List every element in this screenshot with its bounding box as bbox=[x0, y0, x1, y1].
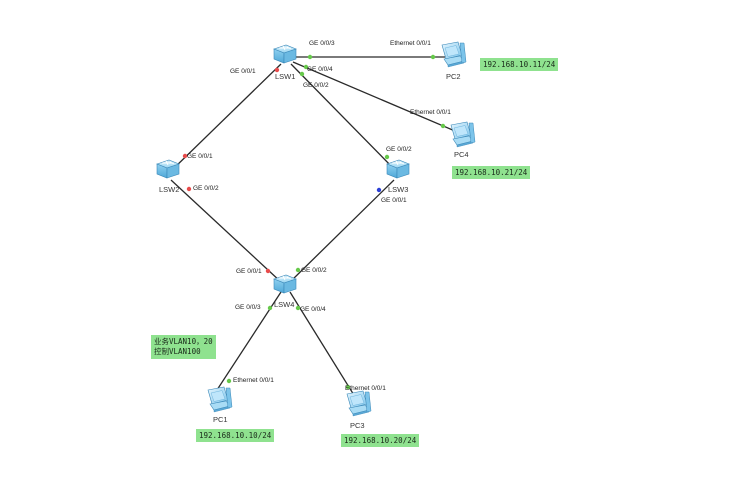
ip-label-pc3: 192.168.10.20/24 bbox=[341, 434, 420, 447]
port-status-layer bbox=[182, 54, 446, 390]
port-label-pc1-eth: Ethernet 0/0/1 bbox=[233, 377, 274, 384]
pc-label: PC4 bbox=[454, 150, 469, 159]
port-dot-lsw3-ge002 bbox=[384, 154, 390, 160]
port-dot-lsw2-ge002 bbox=[186, 186, 192, 192]
pc-pc2[interactable]: PC2 bbox=[441, 41, 467, 81]
ip-label-pc1: 192.168.10.10/24 bbox=[196, 429, 275, 442]
port-dot-lsw1-ge004 bbox=[303, 64, 309, 70]
switch-lsw1[interactable]: LSW1 bbox=[273, 44, 297, 81]
port-dot-lsw2-ge001 bbox=[182, 153, 188, 159]
port-label-lsw3-ge001: GE 0/0/1 bbox=[381, 197, 407, 204]
port-label-lsw1-ge003: GE 0/0/3 bbox=[309, 40, 335, 47]
link-lsw1-pc4 bbox=[292, 61, 456, 132]
port-label-pc2-eth: Ethernet 0/0/1 bbox=[390, 40, 431, 47]
vlan-note-line2: 控制VLAN100 bbox=[154, 347, 201, 356]
switch-label: LSW4 bbox=[274, 300, 294, 309]
pc-label: PC3 bbox=[350, 421, 365, 430]
port-label-pc4-eth: Ethernet 0/0/1 bbox=[410, 109, 451, 116]
port-label-lsw2-ge001: GE 0/0/1 bbox=[187, 153, 213, 160]
pc-pc4[interactable]: PC4 bbox=[450, 121, 476, 159]
port-dot-pc3-eth bbox=[345, 384, 351, 390]
port-dot-lsw3-ge001 bbox=[376, 187, 382, 193]
port-dot-lsw1-ge003 bbox=[307, 54, 313, 60]
port-dot-lsw4-ge004 bbox=[295, 305, 301, 311]
port-label-lsw4-ge004: GE 0/0/4 bbox=[300, 306, 326, 313]
switch-lsw4[interactable]: LSW4 bbox=[273, 274, 297, 309]
link-lsw2-lsw4 bbox=[170, 179, 282, 283]
port-labels-layer: GE 0/0/1 GE 0/0/1 GE 0/0/2 GE 0/0/2 GE 0… bbox=[187, 40, 451, 392]
port-dot-pc1-eth bbox=[226, 378, 232, 384]
port-dot-lsw1-ge001 bbox=[274, 67, 280, 73]
port-dot-lsw4-ge001 bbox=[265, 268, 271, 274]
port-label-lsw4-ge003: GE 0/0/3 bbox=[235, 304, 261, 311]
port-label-lsw4-ge002: GE 0/0/2 bbox=[301, 267, 327, 274]
pc-pc3[interactable]: PC3 bbox=[346, 390, 372, 430]
link-lsw1-lsw3 bbox=[290, 63, 397, 172]
port-dot-lsw4-ge002 bbox=[295, 267, 301, 273]
pc-label: PC1 bbox=[213, 415, 228, 424]
link-lsw4-pc3 bbox=[289, 291, 358, 401]
ip-label-pc4: 192.168.10.21/24 bbox=[452, 166, 531, 179]
port-label-lsw3-ge002: GE 0/0/2 bbox=[386, 146, 412, 153]
switch-label: LSW2 bbox=[159, 185, 179, 194]
port-label-lsw1-ge002: GE 0/0/2 bbox=[303, 82, 329, 89]
port-dot-pc2-eth bbox=[430, 54, 436, 60]
vlan-note: 业务VLAN10，20 控制VLAN100 bbox=[151, 335, 216, 359]
pc-pc1[interactable]: PC1 bbox=[207, 386, 233, 424]
link-lsw1-lsw2 bbox=[170, 63, 282, 172]
port-label-lsw1-ge004: GE 0/0/4 bbox=[307, 66, 333, 73]
switch-label: LSW3 bbox=[388, 185, 408, 194]
port-dot-lsw1-ge002 bbox=[299, 71, 305, 77]
port-dot-pc4-eth bbox=[440, 123, 446, 129]
pc-label: PC2 bbox=[446, 72, 461, 81]
vlan-note-line1: 业务VLAN10，20 bbox=[154, 337, 213, 346]
port-dot-lsw4-ge003 bbox=[267, 305, 273, 311]
port-label-pc3-eth: Ethernet 0/0/1 bbox=[345, 385, 386, 392]
switch-lsw3[interactable]: LSW3 bbox=[386, 159, 410, 194]
port-label-lsw2-ge002: GE 0/0/2 bbox=[193, 185, 219, 192]
ip-label-pc2: 192.168.10.11/24 bbox=[480, 58, 559, 71]
switch-label: LSW1 bbox=[275, 72, 295, 81]
link-lsw3-lsw4 bbox=[289, 179, 395, 283]
switch-lsw2[interactable]: LSW2 bbox=[156, 159, 180, 194]
port-label-lsw1-ge001: GE 0/0/1 bbox=[230, 68, 256, 75]
port-label-lsw4-ge001: GE 0/0/1 bbox=[236, 268, 262, 275]
